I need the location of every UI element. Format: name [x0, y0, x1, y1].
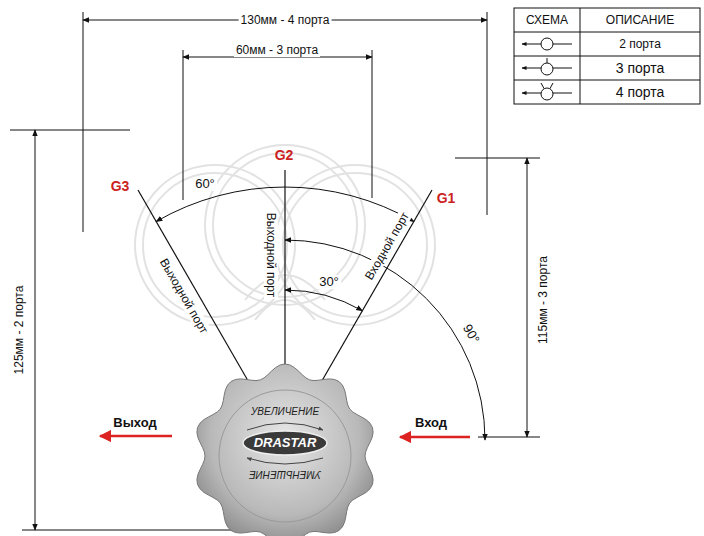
legend-text: 2 порта [619, 37, 661, 51]
port-label: Входной порт [361, 208, 413, 284]
dimension-lines [10, 12, 540, 530]
angle-label: 90° [459, 320, 483, 348]
port-name: G2 [275, 148, 294, 162]
dimension-label: 125мм - 2 порта [12, 284, 26, 377]
legend-table [514, 8, 700, 104]
legend-text: 4 порта [616, 85, 665, 99]
dimension-label: 60мм - 3 порта [234, 43, 320, 57]
angle-label: 30° [317, 275, 341, 289]
legend-symbols [522, 38, 572, 100]
port-label: Выходной порт [264, 211, 278, 299]
dimension-label: 130мм - 4 порта [239, 13, 332, 27]
port-name: G1 [437, 191, 456, 205]
table-header: ОПИСАНИЕ [606, 13, 674, 27]
port-name: G3 [111, 179, 130, 193]
legend-text: 3 порта [616, 61, 665, 75]
knob-outline [195, 362, 375, 536]
dimension-label: 115мм - 3 порта [536, 254, 550, 346]
knob-text: УВЕЛИЧЕНИЕ [251, 406, 319, 418]
angle-label: 60° [193, 177, 217, 191]
table-header: СХЕМА [526, 13, 568, 27]
knob-text: УМЕНЬШЕНИЕ [249, 468, 321, 480]
flow-label: Выход [113, 416, 156, 430]
brand-name: DRASTAR [254, 437, 317, 449]
adjustment-knob: УВЕЛИЧЕНИЕ DRASTAR УМЕНЬШЕНИЕ [195, 362, 375, 536]
flow-label: Вход [415, 416, 447, 430]
